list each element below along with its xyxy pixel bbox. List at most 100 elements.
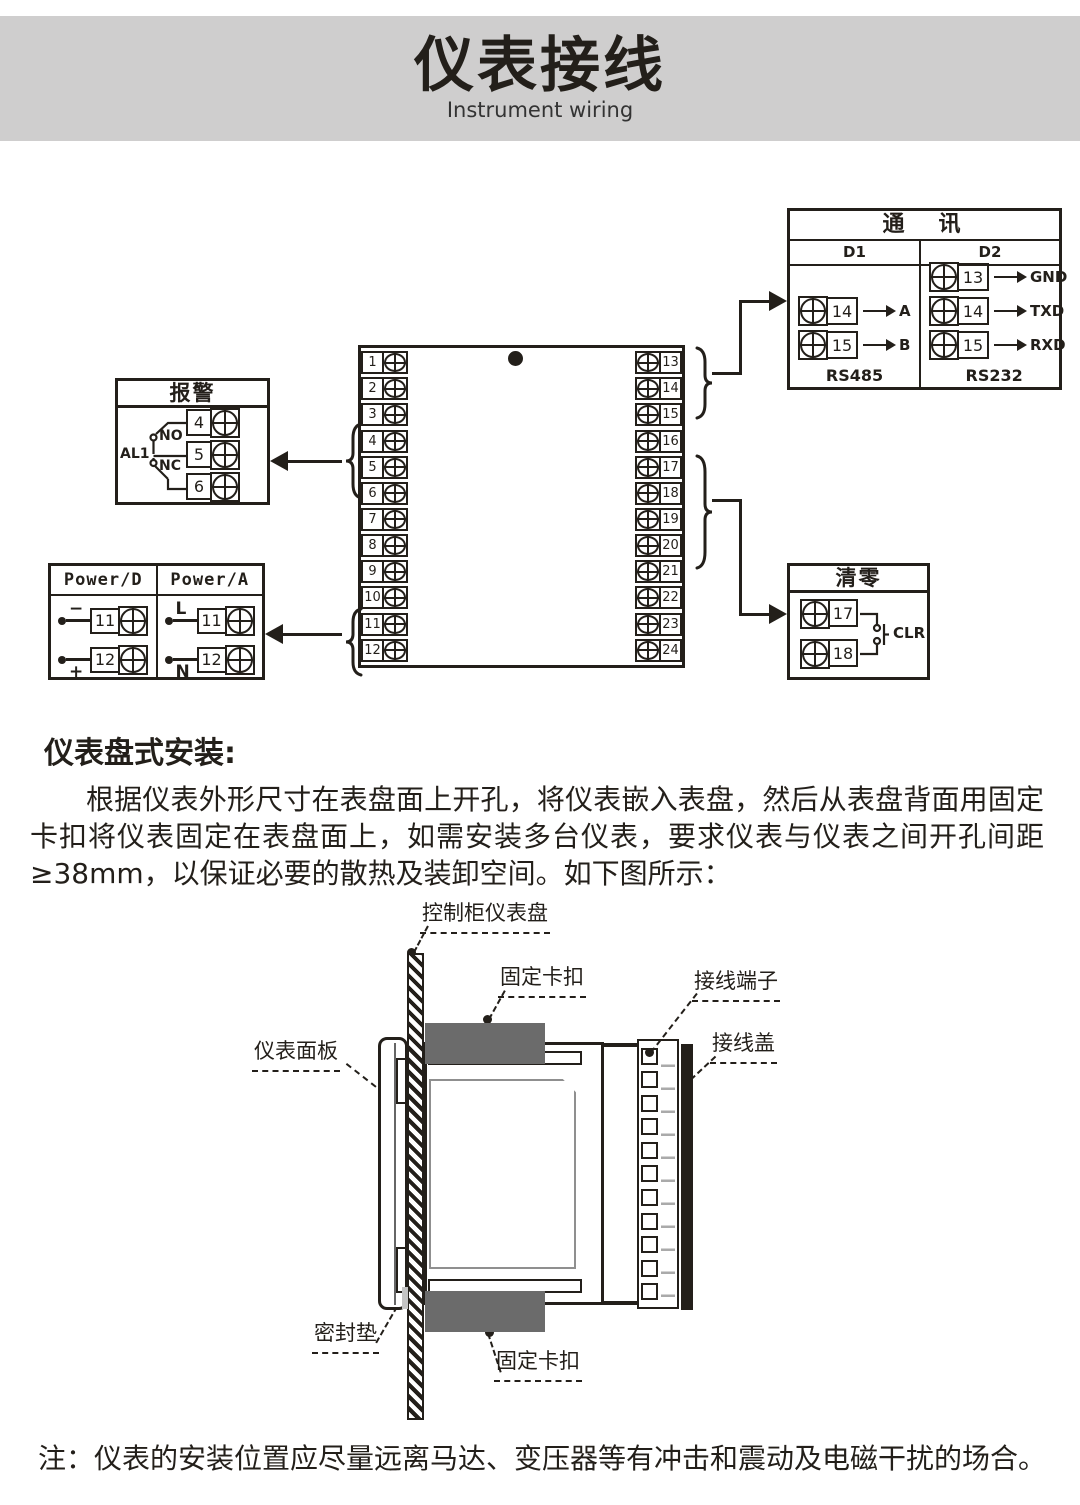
screw-terminal-icon xyxy=(800,599,830,629)
screw-terminal-icon xyxy=(635,507,661,531)
screw-terminal-icon xyxy=(635,481,661,505)
screw-terminal-icon xyxy=(382,507,408,531)
comm-title: 通 讯 xyxy=(790,211,1059,241)
alarm-title: 报警 xyxy=(118,381,267,408)
wire-dot xyxy=(58,655,66,664)
screw-terminal-icon xyxy=(382,351,408,375)
terminal-cell: 11 xyxy=(361,612,408,636)
wire-line xyxy=(172,658,197,661)
nc-contact-label: NC xyxy=(159,458,181,474)
signal-label: GND xyxy=(1030,268,1068,286)
leader-dot xyxy=(483,1015,492,1024)
comm-box: 通 讯 D1 D2 14 A 15 B xyxy=(787,208,1067,390)
power-body: − 11 + 12 L xyxy=(51,596,262,682)
terminal-cell: 13 xyxy=(635,351,682,375)
screw-terminal-icon xyxy=(382,429,408,453)
comm-row: 14 A xyxy=(798,296,919,326)
screw-terminal-icon xyxy=(382,638,408,662)
clear-switch-label: CLR xyxy=(893,624,926,642)
screw-terminal-icon xyxy=(382,560,408,584)
terminal-number: 20 xyxy=(659,534,682,558)
comm-row: 15 B xyxy=(798,330,919,360)
leader-dot xyxy=(407,948,416,957)
terminal-strip-cell xyxy=(641,1118,658,1136)
terminal-number: 21 xyxy=(659,560,682,584)
terminal-cell: 23 xyxy=(635,612,682,636)
relay-contact-drawing xyxy=(149,421,186,491)
comm-row: 13 GND xyxy=(929,262,1067,292)
arrow-right-icon xyxy=(769,604,787,624)
label-wiring-cover: 接线盖 xyxy=(710,1027,777,1064)
terminal-cell: 5 xyxy=(361,455,408,479)
screw-terminal-icon xyxy=(635,455,661,479)
screw-terminal-icon xyxy=(382,481,408,505)
screw-terminal-icon xyxy=(929,296,959,326)
terminal-number: 8 xyxy=(361,534,384,558)
screw-terminal-icon xyxy=(798,330,828,360)
label-fixing-clip-bottom: 固定卡扣 xyxy=(494,1345,582,1382)
terminal-number: 14 xyxy=(957,297,989,325)
body-strip-connector xyxy=(602,1301,640,1305)
label-fixing-clip-top: 固定卡扣 xyxy=(498,961,586,998)
arrow-right-icon xyxy=(863,305,896,316)
arrow-right-icon xyxy=(994,271,1027,282)
terminal-strip-cell xyxy=(641,1283,658,1301)
terminal-number: 24 xyxy=(659,638,682,662)
terminal-cell: 7 xyxy=(361,507,408,531)
polarity-label: − xyxy=(69,599,84,619)
comm-row: 15 RXD xyxy=(929,330,1067,360)
terminal-number: 14 xyxy=(659,377,682,401)
power-d-col: − 11 + 12 xyxy=(51,596,156,682)
terminal-cell: 10 xyxy=(361,586,408,610)
terminal-cell: 16 xyxy=(635,429,682,453)
screw-terminal-icon xyxy=(635,429,661,453)
screw-terminal-icon xyxy=(635,612,661,636)
terminal-cell: 18 xyxy=(635,481,682,505)
arrow-right-icon xyxy=(994,339,1027,350)
screw-terminal-icon xyxy=(635,403,661,427)
terminal-cell: 2 xyxy=(361,377,408,401)
screw-terminal-icon xyxy=(382,403,408,427)
terminal-cell: 14 xyxy=(635,377,682,401)
bezel-latch-bottom xyxy=(396,1247,407,1293)
polarity-label: + xyxy=(69,662,84,682)
fixing-clip-top xyxy=(425,1023,545,1064)
wire-line xyxy=(283,633,342,636)
gasket-piece xyxy=(402,1287,408,1309)
terminal-number: 12 xyxy=(90,646,120,673)
comm-columns: D1 D2 xyxy=(790,241,1059,266)
screw-terminal-icon xyxy=(798,296,828,326)
terminal-strip-cell xyxy=(641,1094,658,1112)
wire-dot xyxy=(164,616,173,625)
terminal-number: 19 xyxy=(659,507,682,531)
polarity-label: N xyxy=(175,662,190,682)
wire-line xyxy=(742,613,770,616)
clear-switch-drawing xyxy=(860,612,889,656)
clear-title: 清零 xyxy=(790,566,927,593)
brace-left-icon xyxy=(345,422,363,500)
arrow-left-icon xyxy=(265,624,283,644)
clear-box: 清零 17 18 xyxy=(787,563,930,680)
no-contact-label: NO xyxy=(159,428,183,444)
terminal-number: 13 xyxy=(957,263,989,291)
terminal-number: 11 xyxy=(361,612,384,636)
terminal-number: 12 xyxy=(361,638,384,662)
header-band: 仪表接线 Instrument wiring xyxy=(0,16,1080,141)
terminal-number: 3 xyxy=(361,403,384,427)
terminal-strip-cell xyxy=(641,1071,658,1089)
signal-label: A xyxy=(899,302,911,320)
wire-line xyxy=(288,460,342,463)
terminal-strip-cell xyxy=(641,1259,658,1277)
wire-line xyxy=(742,300,770,303)
wiring-cover-bar xyxy=(681,1044,693,1310)
screw-terminal-icon xyxy=(210,472,240,502)
terminal-cell: 3 xyxy=(361,403,408,427)
install-note: 注：仪表的安装位置应尽量远离马达、变压器等有冲击和震动及电磁干扰的场合。 xyxy=(38,1442,1047,1475)
terminal-number: 15 xyxy=(957,331,989,359)
leader-line xyxy=(690,1055,717,1081)
mount-diagram: 控制柜仪表盘 固定卡扣 接线端子 接线盖 仪表面板 密封垫 固定卡扣 xyxy=(0,895,1080,1435)
power-a-header: Power/A xyxy=(155,566,263,594)
leader-dot xyxy=(645,1048,654,1057)
